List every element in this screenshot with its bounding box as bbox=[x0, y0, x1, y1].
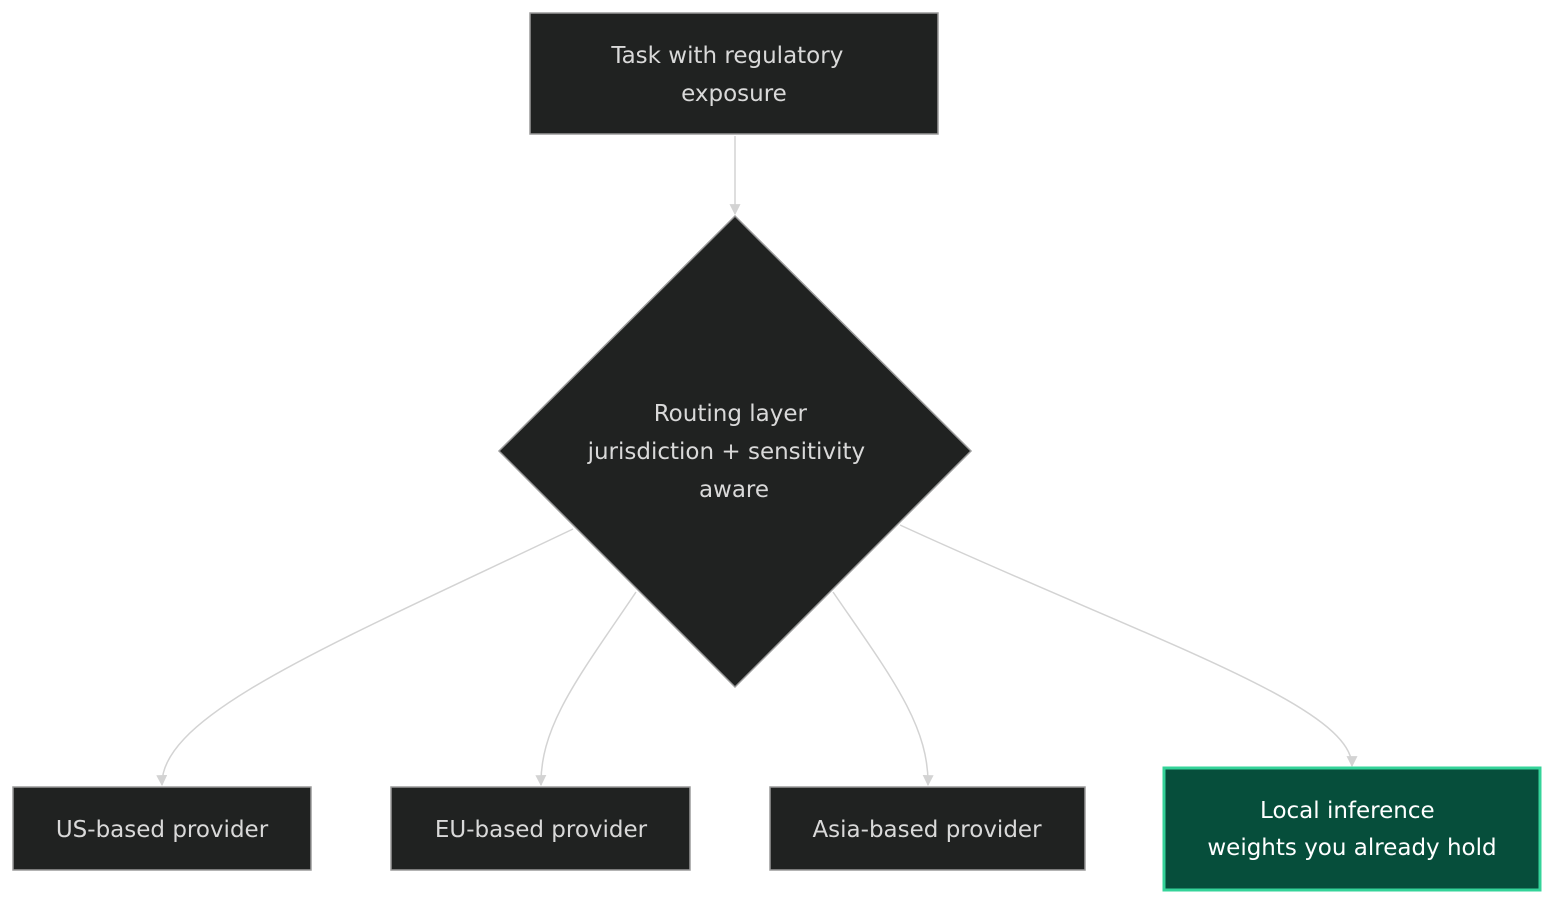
node-task-line-2: exposure bbox=[681, 81, 787, 107]
edge-router-to-us bbox=[156, 528, 574, 787]
svg-text:Routing layer jurisdicti: Routing layer jurisdiction + sensitivity… bbox=[587, 401, 873, 503]
node-asia-label: Asia-based provider bbox=[812, 817, 1042, 843]
edge-router-to-asia bbox=[832, 591, 934, 787]
node-task-line-1: Task with regulatory bbox=[610, 43, 843, 69]
node-us-box bbox=[12, 786, 312, 871]
node-router-diamond bbox=[497, 214, 973, 689]
svg-text:Task with regulatory exp: Task with regulatory exposure bbox=[610, 43, 850, 107]
node-local-line-1: Local inference bbox=[1260, 798, 1435, 824]
node-task-box bbox=[529, 12, 939, 135]
edge-router-to-eu bbox=[535, 591, 637, 787]
node-eu-box bbox=[390, 786, 691, 871]
node-local-line-2: weights you already hold bbox=[1207, 835, 1496, 861]
node-router: Routing layer jurisdiction + sensitivity… bbox=[497, 214, 973, 689]
node-task: Task with regulatory exposure bbox=[529, 12, 939, 135]
node-router-line-1: Routing layer bbox=[654, 401, 808, 427]
node-us-label: US-based provider bbox=[56, 817, 269, 843]
svg-text:US-based provider: US-based provider bbox=[56, 817, 269, 843]
svg-text:Local inference weights: Local inference weights you already hold bbox=[1207, 798, 1496, 861]
node-eu-label: EU-based provider bbox=[435, 817, 648, 843]
svg-text:Asia-based provider: Asia-based provider bbox=[812, 817, 1042, 843]
edge-router-to-local bbox=[899, 524, 1358, 768]
edges bbox=[156, 136, 1358, 787]
node-eu-provider: EU-based provider bbox=[390, 786, 691, 871]
node-router-line-3: aware bbox=[699, 477, 769, 503]
node-local-inference: Local inference weights you already hold bbox=[1162, 766, 1542, 892]
node-asia-provider: Asia-based provider bbox=[769, 786, 1086, 871]
node-local-box bbox=[1162, 766, 1542, 892]
svg-text:EU-based provider: EU-based provider bbox=[435, 817, 648, 843]
node-asia-box bbox=[769, 786, 1086, 871]
node-us-provider: US-based provider bbox=[12, 786, 312, 871]
node-router-line-2: jurisdiction + sensitivity bbox=[587, 439, 866, 465]
